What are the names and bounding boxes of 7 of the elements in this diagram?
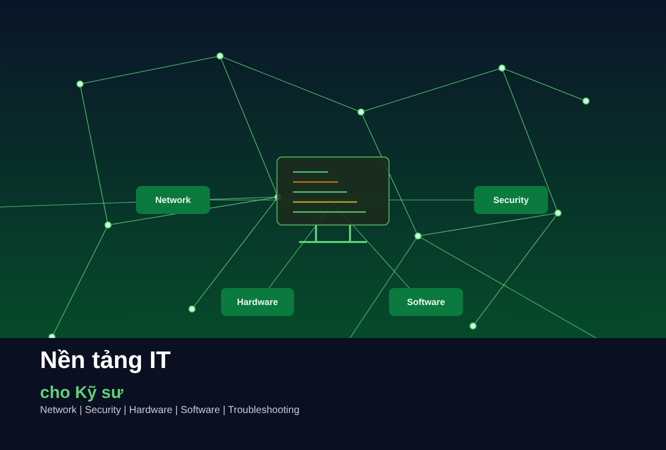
subtitle: cho Kỹ sư — [40, 383, 124, 403]
topic-box: Software — [389, 288, 463, 316]
topic-box: Hardware — [221, 288, 294, 316]
topic-box: Network — [136, 186, 210, 214]
topic-list: Network | Security | Hardware | Software | Troubleshooting — [40, 405, 300, 416]
title: Nền tảng IT — [40, 347, 171, 375]
topic-box: Security — [474, 186, 548, 214]
